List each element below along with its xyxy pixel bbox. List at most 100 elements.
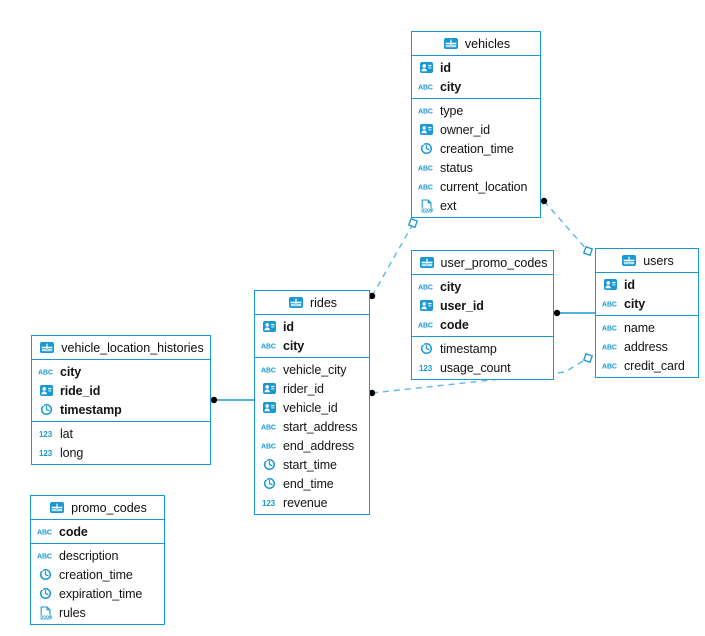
relation-vehicles-users[interactable] bbox=[540, 197, 594, 257]
column-label: creation_time bbox=[59, 567, 133, 582]
table-grid-icon bbox=[48, 502, 66, 513]
abc-text-icon: ABC bbox=[417, 182, 435, 192]
column-label: revenue bbox=[283, 495, 328, 510]
column-start_address: ABC start_address bbox=[255, 417, 369, 436]
table-header[interactable]: users bbox=[596, 249, 698, 273]
column-label: id bbox=[624, 277, 635, 292]
table-header[interactable]: vehicles bbox=[412, 32, 540, 56]
svg-text:ABC: ABC bbox=[418, 285, 433, 292]
person-id-icon bbox=[37, 385, 55, 396]
table-name: vehicles bbox=[464, 36, 511, 51]
column-label: owner_id bbox=[440, 122, 490, 137]
column-ride_id: ride_id bbox=[32, 381, 210, 400]
column-lat: 123 lat bbox=[32, 424, 210, 443]
svg-text:ABC: ABC bbox=[261, 425, 276, 432]
column-label: city bbox=[283, 338, 305, 353]
column-rider_id: rider_id bbox=[255, 379, 369, 398]
svg-text:ABC: ABC bbox=[37, 530, 52, 537]
person-id-icon bbox=[601, 279, 619, 290]
column-label: long bbox=[60, 445, 84, 460]
table-grid-icon bbox=[620, 255, 638, 266]
svg-text:123: 123 bbox=[419, 364, 433, 373]
column-creation_time: creation_time bbox=[412, 139, 540, 158]
abc-text-icon: ABC bbox=[260, 341, 278, 351]
relation-user_promo_codes-users[interactable] bbox=[553, 309, 595, 317]
abc-text-icon: ABC bbox=[601, 361, 619, 371]
svg-text:ABC: ABC bbox=[602, 302, 617, 309]
column-label: city bbox=[440, 279, 462, 294]
relation-line bbox=[371, 223, 414, 297]
table-header[interactable]: vehicle_location_histories bbox=[32, 336, 210, 360]
person-id-icon bbox=[417, 62, 435, 73]
column-id: id bbox=[412, 58, 540, 77]
person-id-icon bbox=[260, 321, 278, 332]
column-label: status bbox=[440, 160, 473, 175]
number-123-icon: 123 bbox=[37, 429, 55, 439]
relation-dot-marker bbox=[540, 197, 548, 205]
number-123-icon: 123 bbox=[260, 498, 278, 508]
number-123-icon: 123 bbox=[417, 363, 435, 373]
svg-text:ABC: ABC bbox=[37, 554, 52, 561]
column-label: type bbox=[440, 103, 464, 118]
column-city: ABC city bbox=[412, 277, 553, 296]
table-header[interactable]: user_promo_codes bbox=[412, 251, 553, 275]
key-columns-section: ABC code bbox=[31, 520, 164, 544]
abc-text-icon: ABC bbox=[260, 441, 278, 451]
json-icon: JSON bbox=[36, 605, 54, 620]
column-label: end_address bbox=[283, 438, 355, 453]
table-name: users bbox=[643, 253, 674, 268]
column-label: vehicle_city bbox=[283, 362, 347, 377]
svg-text:JSON: JSON bbox=[40, 614, 51, 619]
column-label: city bbox=[60, 364, 82, 379]
column-label: expiration_time bbox=[59, 586, 143, 601]
abc-text-icon: ABC bbox=[260, 365, 278, 375]
column-id: id bbox=[255, 317, 369, 336]
column-timestamp: timestamp bbox=[32, 400, 210, 419]
relation-rides-vehicles[interactable] bbox=[368, 217, 419, 300]
column-label: lat bbox=[60, 426, 73, 441]
column-owner_id: owner_id bbox=[412, 120, 540, 139]
column-vehicle_id: vehicle_id bbox=[255, 398, 369, 417]
column-vehicle_city: ABC vehicle_city bbox=[255, 360, 369, 379]
person-id-icon bbox=[260, 402, 278, 413]
column-label: address bbox=[624, 339, 668, 354]
table-header[interactable]: promo_codes bbox=[31, 496, 164, 520]
relation-vehicle_location_histories-rides[interactable] bbox=[210, 396, 254, 404]
table-grid-icon bbox=[442, 38, 460, 49]
relation-dot-marker bbox=[553, 309, 561, 317]
column-label: start_address bbox=[283, 419, 358, 434]
svg-text:123: 123 bbox=[262, 499, 276, 508]
relation-diamond-marker bbox=[582, 352, 594, 364]
abc-text-icon: ABC bbox=[260, 422, 278, 432]
column-start_time: start_time bbox=[255, 455, 369, 474]
clock-icon bbox=[37, 403, 55, 416]
person-id-icon bbox=[417, 124, 435, 135]
clock-icon bbox=[260, 477, 278, 490]
column-id: id bbox=[596, 275, 698, 294]
column-label: ext bbox=[440, 198, 457, 213]
column-label: description bbox=[59, 548, 119, 563]
table-name: vehicle_location_histories bbox=[61, 340, 204, 355]
column-label: code bbox=[59, 524, 88, 539]
column-label: user_id bbox=[440, 298, 484, 313]
svg-text:ABC: ABC bbox=[602, 364, 617, 371]
table-name: promo_codes bbox=[71, 500, 147, 515]
table-header[interactable]: rides bbox=[255, 291, 369, 315]
abc-text-icon: ABC bbox=[417, 106, 435, 116]
svg-text:ABC: ABC bbox=[418, 85, 433, 92]
